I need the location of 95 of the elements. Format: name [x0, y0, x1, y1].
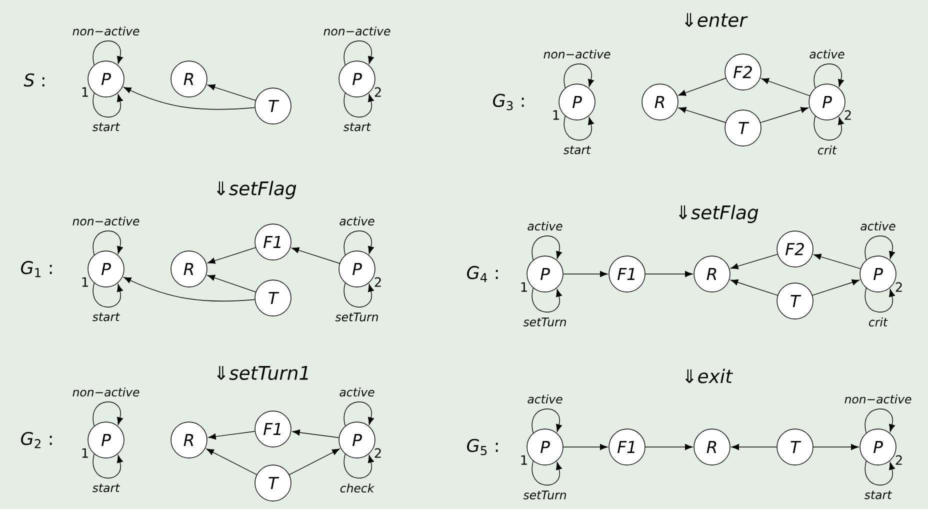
- subscript-label: 1: [82, 277, 88, 287]
- graph-label: G$_{3}$ :: [493, 94, 524, 110]
- graph-label: S :: [24, 73, 44, 87]
- arrow: [291, 247, 340, 264]
- arrow: [761, 78, 810, 96]
- arrow: [124, 277, 256, 302]
- arrow: [564, 64, 594, 88]
- arrow: [864, 236, 895, 260]
- graph-label: G$_{2}$ :: [21, 432, 52, 448]
- arrow: [864, 288, 895, 312]
- edge-label: start: [564, 146, 592, 154]
- edge-label: check: [340, 483, 375, 493]
- arrow: [344, 282, 374, 308]
- subscript-label: 1: [82, 448, 88, 458]
- edge-label: setTurn: [335, 312, 378, 322]
- subscript-label: 2: [374, 448, 381, 458]
- arrow: [292, 429, 340, 438]
- edge-label: non−active: [544, 49, 610, 59]
- arrow: [564, 116, 594, 140]
- derivation-label: ⇓setFlag: [217, 180, 296, 200]
- edge-label: non−active: [72, 387, 140, 397]
- arrow: [207, 84, 256, 101]
- subscript-label: 2: [374, 277, 381, 287]
- arrow: [645, 444, 693, 450]
- derivation-label: ⇓enter: [685, 13, 748, 27]
- arrow: [812, 279, 860, 296]
- arrow: [92, 230, 123, 256]
- graph-label: G$_{4}$ :: [467, 266, 498, 282]
- arrow: [344, 40, 374, 66]
- graph-label: G$_{5}$ :: [467, 438, 498, 456]
- arrow: [92, 40, 123, 66]
- arrow: [645, 270, 693, 278]
- derivation-label: ⇓exit: [685, 368, 734, 384]
- arrow: [92, 402, 123, 426]
- arrow: [532, 460, 562, 486]
- arrow: [344, 230, 374, 256]
- arrow: [208, 431, 256, 440]
- arrow: [344, 402, 374, 426]
- edge-label: non−active: [72, 216, 140, 226]
- edge-label: start: [92, 484, 120, 492]
- edge-label: active: [340, 387, 374, 397]
- arrow: [532, 236, 562, 260]
- arrow: [813, 444, 859, 450]
- arrow: [92, 282, 123, 308]
- edge-label: start: [92, 122, 120, 132]
- subscript-label: 1: [521, 282, 527, 292]
- derivation-label: ⇓setFlag: [679, 204, 758, 224]
- arrow: [532, 408, 562, 434]
- subscript-label: 1: [553, 110, 559, 120]
- subscript-label: 2: [896, 455, 902, 465]
- edge-label: start: [344, 122, 372, 132]
- arrow: [760, 106, 808, 123]
- arrow: [678, 78, 726, 96]
- subscript-label: 2: [374, 87, 381, 97]
- arrow: [814, 254, 861, 270]
- arrow: [864, 408, 895, 434]
- subscript-label: 2: [896, 282, 902, 292]
- arrow: [678, 107, 726, 123]
- edge-label: crit: [818, 145, 837, 155]
- edge-label: non−active: [844, 394, 912, 404]
- edge-label: active: [340, 216, 374, 226]
- edge-label: start: [92, 312, 120, 322]
- arrow: [92, 454, 123, 478]
- arrow: [344, 454, 374, 478]
- edge-label: non−active: [72, 26, 140, 36]
- arrow: [288, 448, 340, 475]
- arrow: [563, 444, 608, 450]
- arrow: [344, 92, 374, 118]
- arrow: [124, 87, 256, 110]
- arrow: [731, 444, 778, 450]
- arrow: [563, 270, 608, 278]
- edge-label: non−active: [324, 26, 390, 36]
- arrow: [864, 460, 895, 486]
- edge-label: setTurn: [523, 318, 566, 326]
- edge-label: active: [528, 394, 562, 404]
- edge-label: active: [810, 49, 844, 59]
- edge-label: active: [860, 221, 896, 231]
- arrow: [207, 247, 256, 264]
- subscript-label: 1: [82, 87, 88, 97]
- arrow: [207, 274, 256, 292]
- derivation-label: ⇓setTurn1: [217, 366, 308, 380]
- arrow: [730, 254, 778, 270]
- arrow: [206, 448, 258, 475]
- arrow: [814, 116, 844, 140]
- edge-label: active: [528, 221, 562, 231]
- edge-label: setTurn: [523, 490, 566, 500]
- subscript-label: 2: [844, 110, 851, 120]
- graph-label: G$_{1}$ :: [21, 260, 52, 278]
- arrow: [730, 279, 778, 296]
- edge-label: crit: [869, 317, 888, 327]
- arrow: [92, 92, 123, 118]
- arrow: [814, 64, 844, 88]
- edge-label: start: [864, 490, 892, 500]
- subscript-label: 1: [521, 455, 527, 465]
- arrow: [532, 288, 562, 312]
